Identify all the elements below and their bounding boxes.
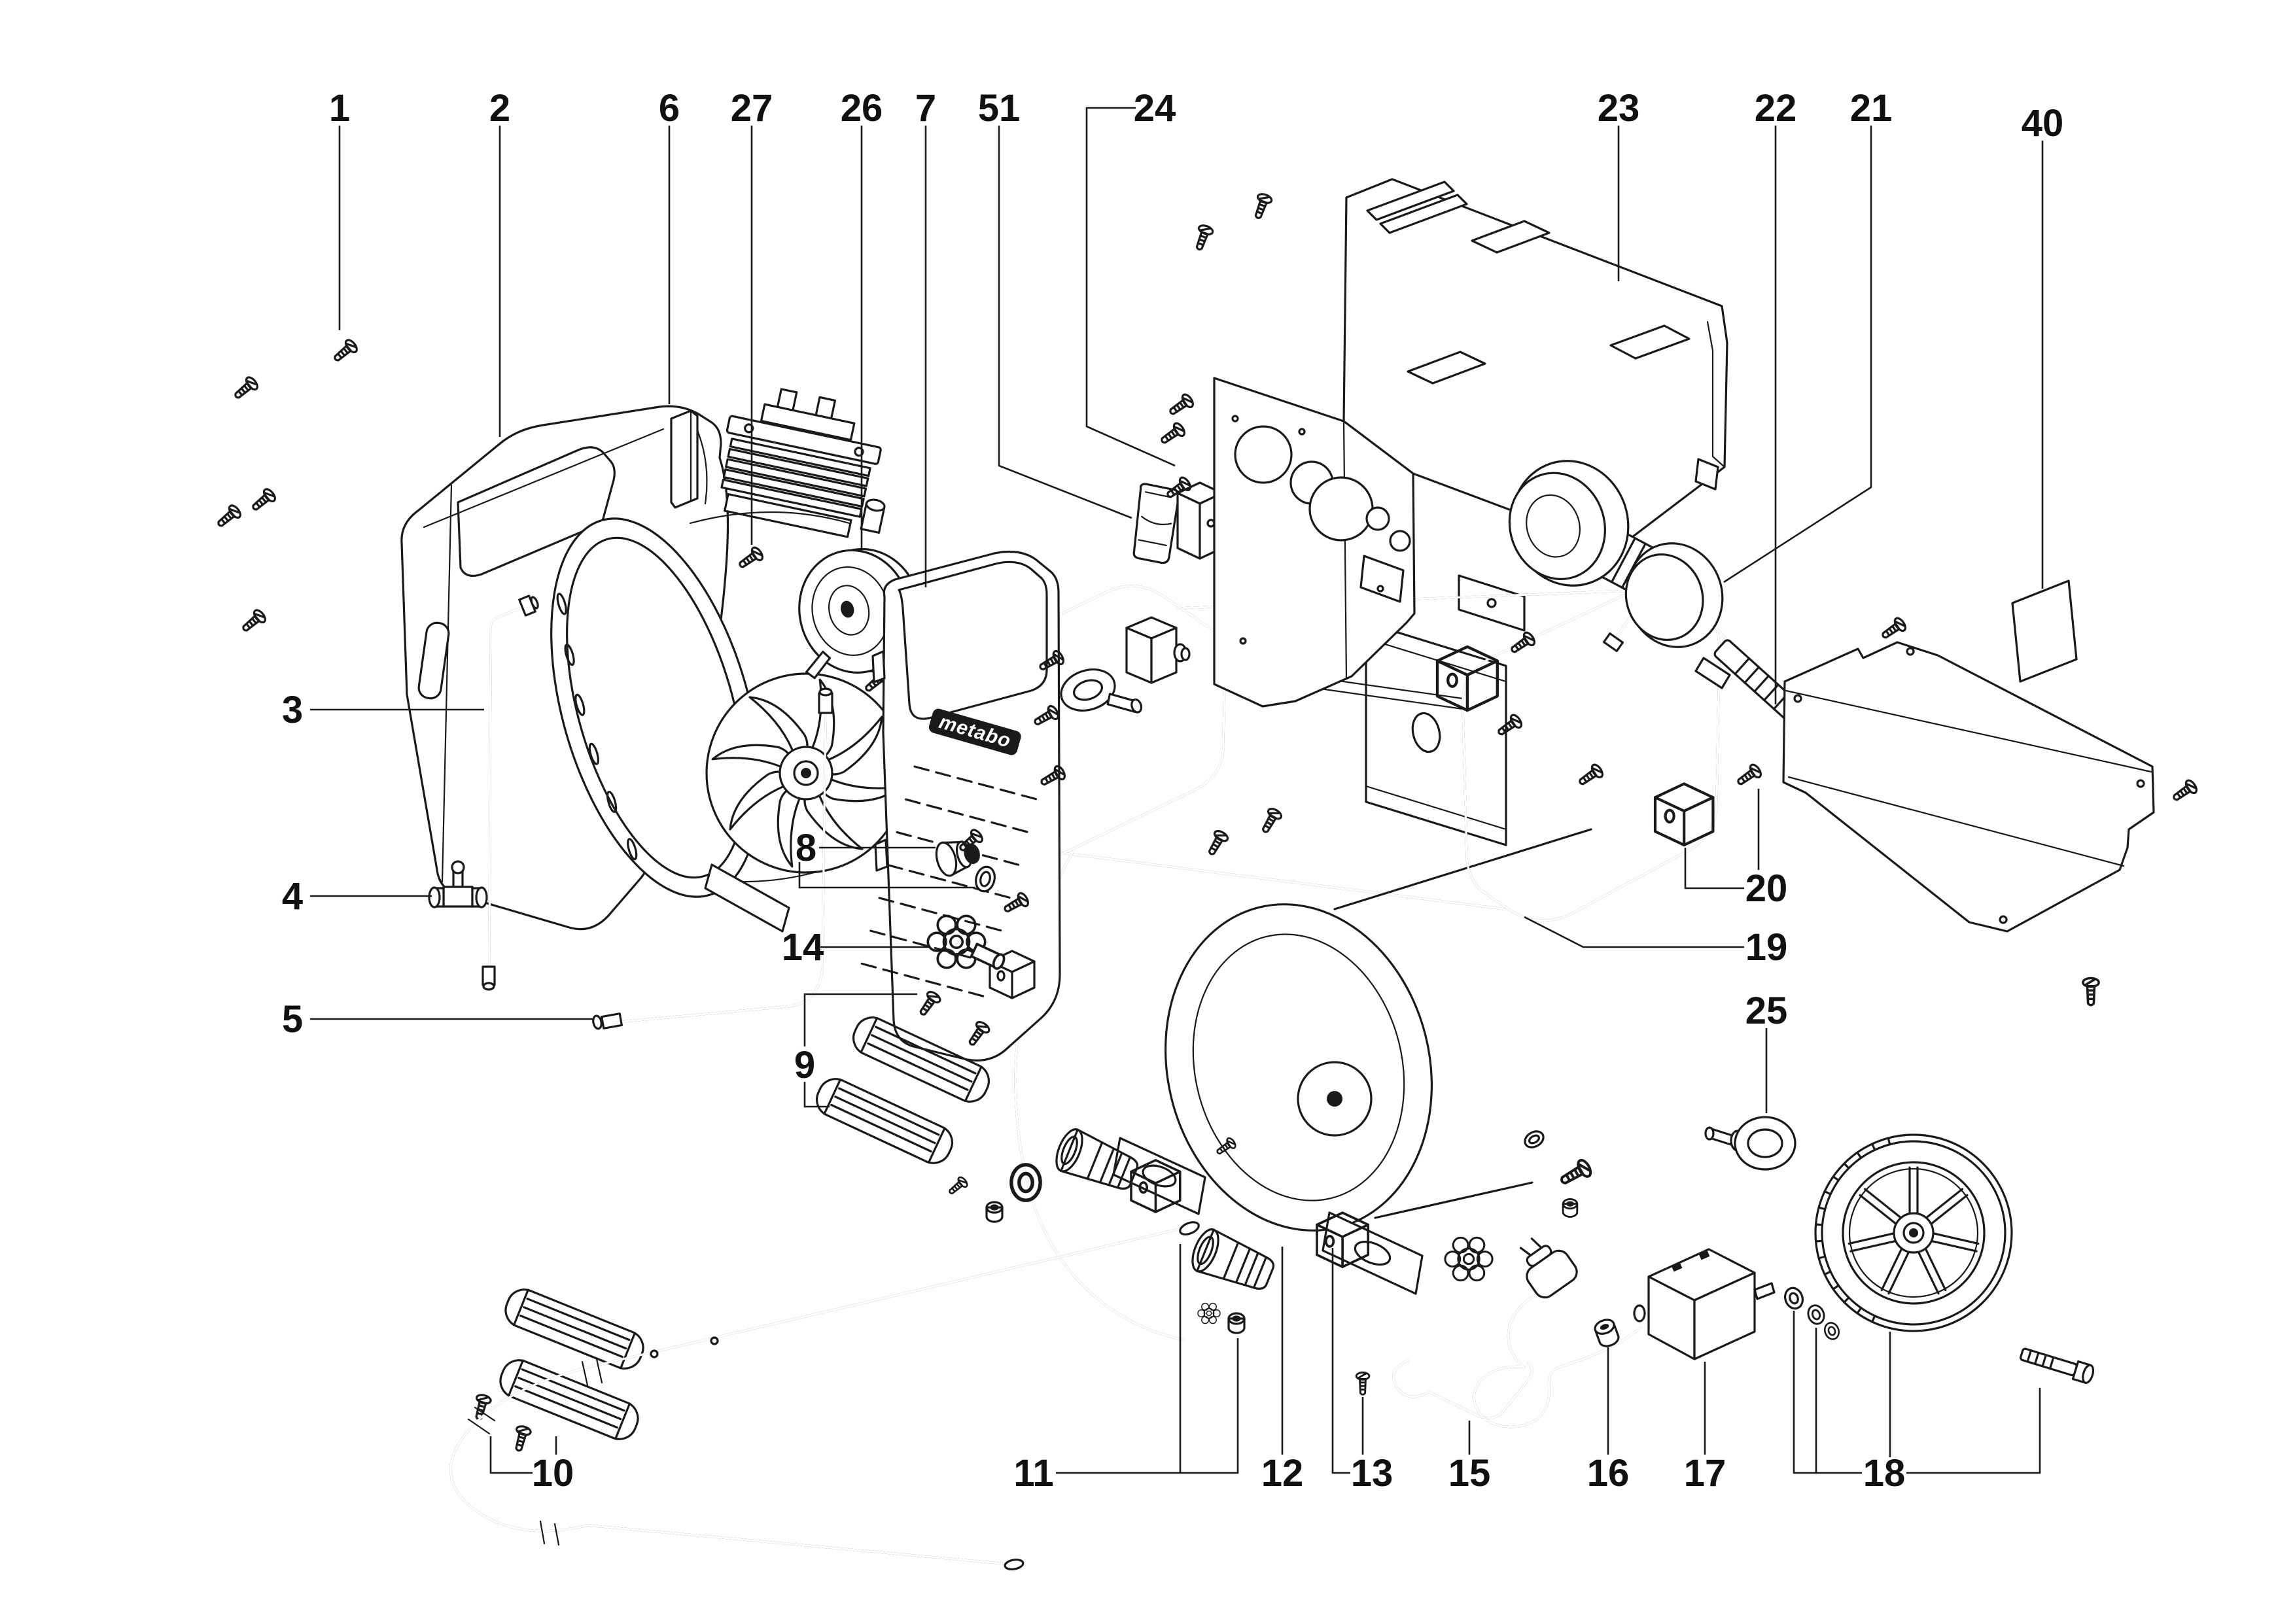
callout-label-2: 2 xyxy=(489,87,510,130)
callout-label-16: 16 xyxy=(1587,1452,1630,1494)
t-fitting xyxy=(428,860,488,908)
callout-label-24: 24 xyxy=(1134,87,1176,130)
callout-label-6: 6 xyxy=(659,87,680,130)
callout-label-8: 8 xyxy=(796,827,816,869)
star-knob xyxy=(926,914,1006,970)
console-panel xyxy=(1213,178,1728,708)
pressure-regulator xyxy=(1508,460,1822,740)
tube-plug-insert xyxy=(1050,1124,1144,1198)
callout-label-19: 19 xyxy=(1745,926,1788,969)
ring-washer xyxy=(1011,1165,1040,1200)
cylinder-head xyxy=(720,388,882,538)
leader-line-51 xyxy=(998,126,1132,519)
callout-label-12: 12 xyxy=(1261,1452,1304,1494)
frame-assembly xyxy=(950,574,1721,1341)
overload-breaker xyxy=(1125,616,1191,684)
fan xyxy=(705,672,907,874)
side-cover: metabo xyxy=(860,550,1061,1062)
tube-plug-insert xyxy=(1186,1224,1280,1298)
axle-bolt xyxy=(2020,1347,2095,1384)
cap-nut xyxy=(985,1201,1004,1223)
callout-label-13: 13 xyxy=(1351,1452,1393,1494)
switch-cover-clip xyxy=(1132,483,1180,564)
callout-label-25: 25 xyxy=(1745,990,1788,1032)
rubber-buffer-block xyxy=(1655,784,1713,845)
leader-line-18 xyxy=(1793,1311,1862,1474)
callout-label-17: 17 xyxy=(1684,1452,1726,1494)
leader-line-8 xyxy=(798,862,975,889)
wheel xyxy=(1814,1133,2013,1332)
callout-label-15: 15 xyxy=(1448,1452,1491,1494)
pull-handle-tube xyxy=(449,1221,1200,1570)
leader-line-19 xyxy=(1524,916,1744,948)
elbow-pipe xyxy=(592,687,833,1030)
type-label-sticker xyxy=(2011,579,2078,683)
callout-label-20: 20 xyxy=(1745,867,1788,910)
leader-line-18 xyxy=(1906,1388,2041,1474)
tank xyxy=(1112,828,1592,1295)
cover-grille xyxy=(860,765,1040,998)
washer xyxy=(1821,1320,1842,1342)
leader-line-11 xyxy=(1056,1338,1239,1474)
mounting-screws xyxy=(213,337,360,636)
eye-bolt xyxy=(1060,668,1143,714)
leader-line-20 xyxy=(1684,848,1744,890)
callout-label-3: 3 xyxy=(282,689,303,731)
eye-bolt xyxy=(1704,1116,1796,1171)
callout-label-18: 18 xyxy=(1863,1452,1906,1494)
o-ring xyxy=(1524,1130,1545,1149)
cable-hook xyxy=(1392,1359,1533,1419)
callout-label-9: 9 xyxy=(794,1044,815,1086)
o-ring xyxy=(975,865,996,893)
leader-line-24 xyxy=(1085,107,1176,467)
callout-label-26: 26 xyxy=(841,87,883,130)
callout-label-10: 10 xyxy=(532,1452,574,1494)
callout-label-23: 23 xyxy=(1598,87,1640,130)
leader-line-21 xyxy=(1723,126,1872,583)
drain-valve-knob xyxy=(1444,1236,1494,1282)
callout-label-7: 7 xyxy=(915,87,936,130)
callout-label-11: 11 xyxy=(1013,1452,1053,1494)
callout-label-40: 40 xyxy=(2022,102,2064,145)
power-cord-plug xyxy=(1473,1237,1642,1428)
cap-nut xyxy=(1594,1319,1620,1347)
knurled-nut xyxy=(1227,1312,1246,1334)
motor-pump-assembly xyxy=(550,388,907,933)
leader-line-10 xyxy=(489,1436,533,1474)
callout-label-27: 27 xyxy=(731,87,773,130)
washer xyxy=(1804,1302,1828,1327)
leader-line-9 xyxy=(803,993,917,1046)
frame-center-panel xyxy=(1365,574,1526,846)
callout-label-5: 5 xyxy=(282,998,303,1041)
guard-plate xyxy=(1782,641,2155,933)
leader-line-9 xyxy=(803,1082,830,1108)
callout-label-22: 22 xyxy=(1755,87,1797,130)
callout-label-51: 51 xyxy=(978,87,1021,130)
pressure-switch xyxy=(1633,1248,1776,1360)
hex-nut xyxy=(1562,1198,1579,1218)
callout-label-1: 1 xyxy=(329,87,350,130)
washer xyxy=(1781,1284,1807,1313)
leader-line-13 xyxy=(1331,1248,1350,1474)
motor-end-bell xyxy=(550,517,761,898)
callout-label-14: 14 xyxy=(782,926,824,969)
callout-label-4: 4 xyxy=(282,875,303,918)
pressure-pipe xyxy=(482,595,539,991)
callout-label-21: 21 xyxy=(1850,87,1893,130)
